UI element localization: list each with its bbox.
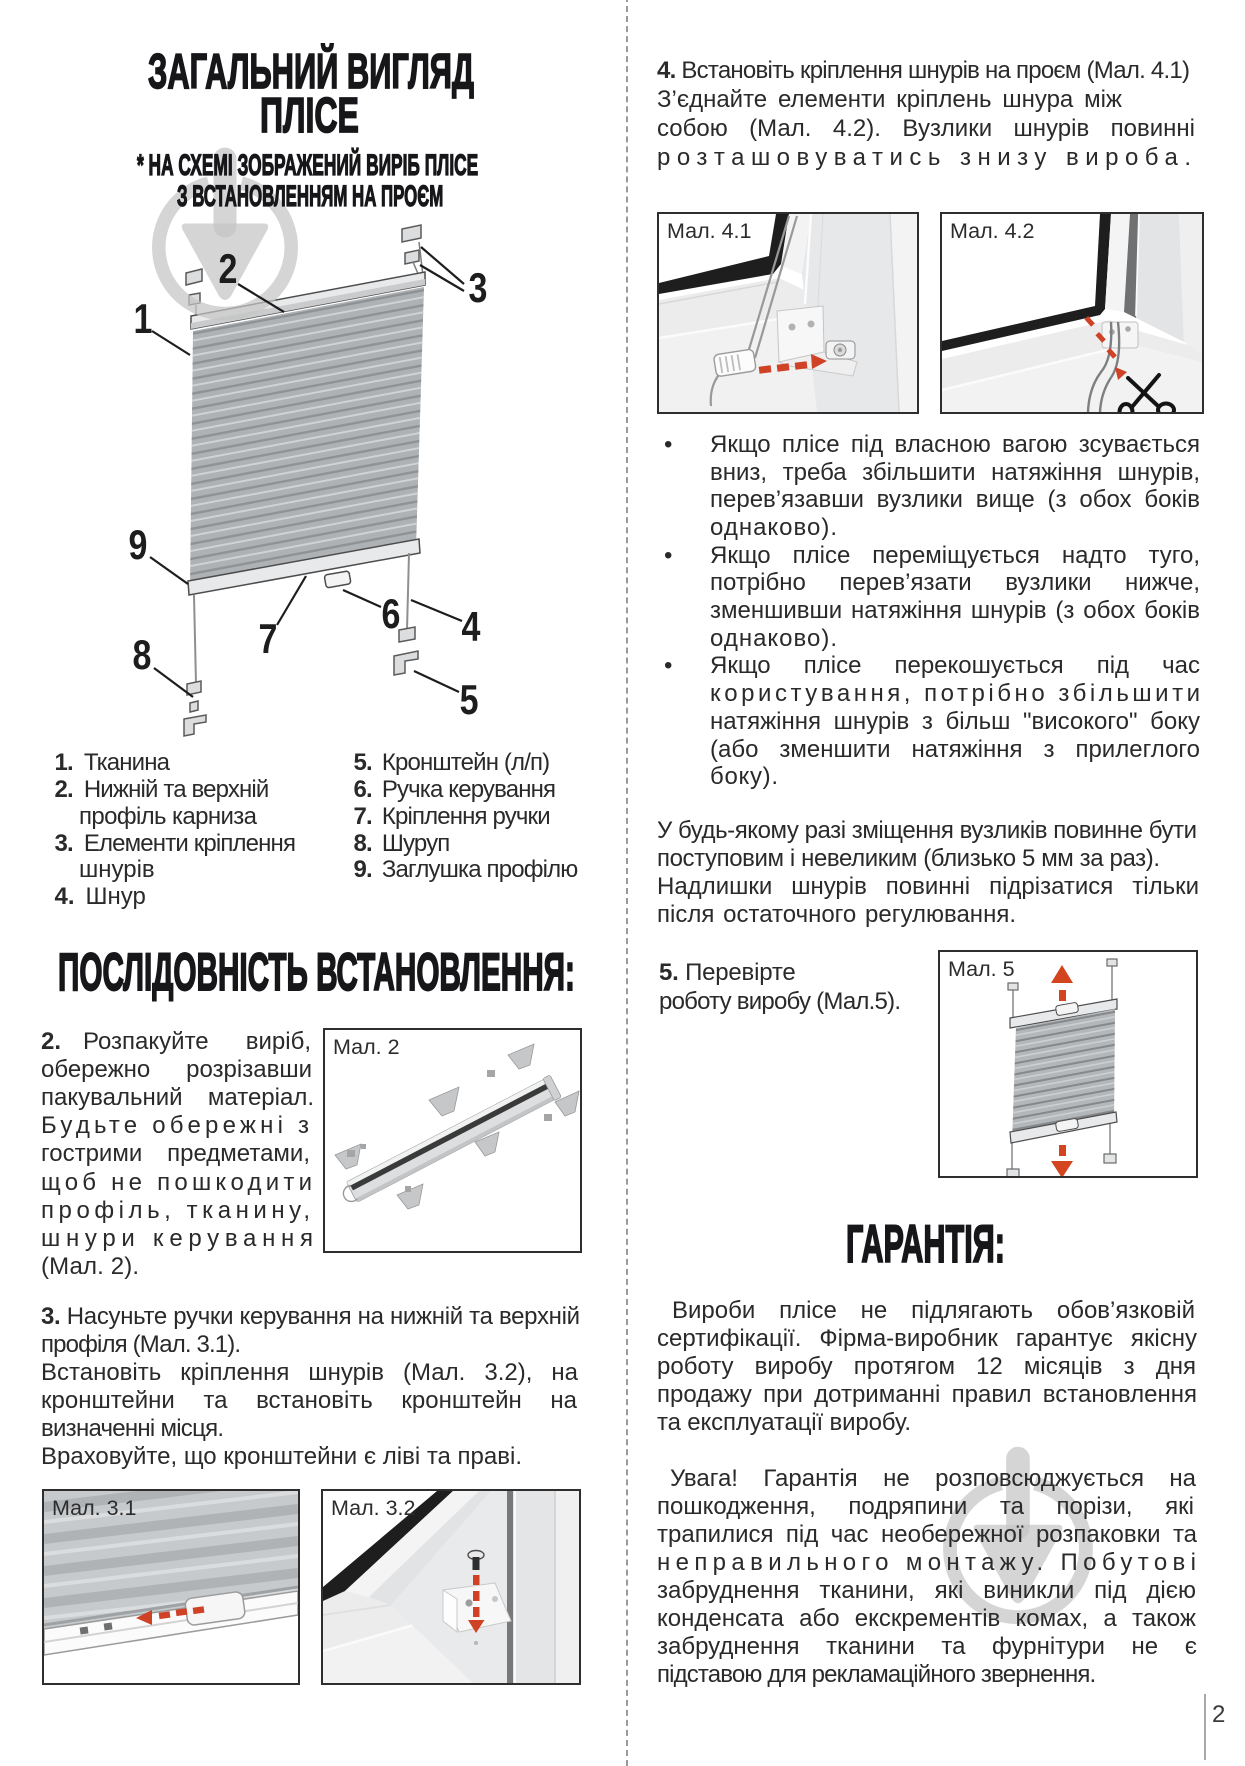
svg-text:1: 1	[134, 297, 153, 343]
svg-text:3: 3	[469, 266, 488, 312]
svg-text:6: 6	[382, 592, 401, 638]
svg-text:8: 8	[133, 633, 152, 679]
svg-text:5: 5	[460, 678, 479, 724]
svg-text:9: 9	[129, 523, 148, 569]
svg-text:7: 7	[259, 617, 278, 663]
svg-text:2: 2	[218, 247, 237, 293]
svg-text:4: 4	[462, 605, 481, 651]
